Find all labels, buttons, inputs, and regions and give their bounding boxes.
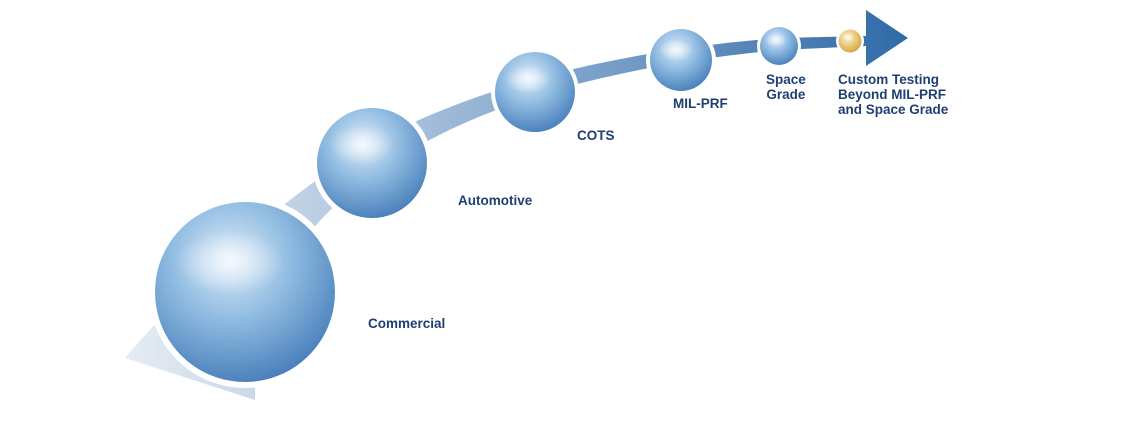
stage-node-custom-testing: [836, 27, 864, 55]
stage-node-automotive: [312, 103, 432, 223]
stage-node-space-grade: [757, 24, 801, 68]
stage-label-mil-prf: MIL-PRF: [673, 96, 728, 111]
stage-label-automotive: Automotive: [458, 193, 533, 208]
stage-node-commercial: [149, 196, 341, 388]
stage-label-custom-testing: Custom Testing Beyond MIL-PRF and Space …: [838, 72, 949, 117]
stage-node-cots: [491, 48, 579, 136]
stage-label-cots: COTS: [577, 128, 615, 143]
stage-label-space-grade: Space Grade: [766, 72, 806, 102]
stage-label-commercial: Commercial: [368, 316, 446, 331]
stage-node-mil-prf: [646, 25, 716, 95]
